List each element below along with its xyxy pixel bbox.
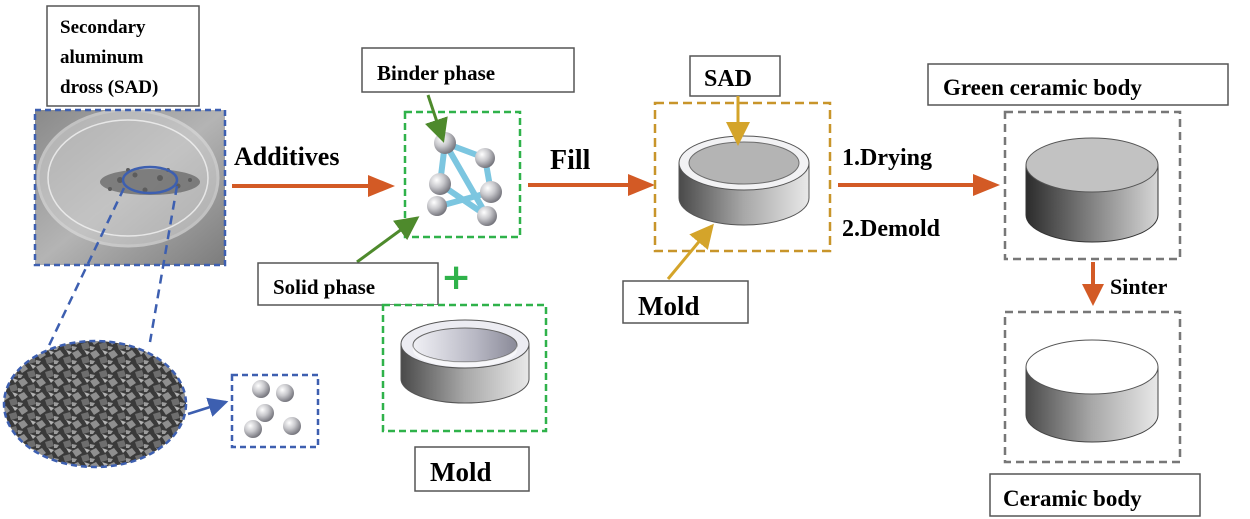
drying-demold-arrow: 1.Drying 2.Demold bbox=[838, 145, 1000, 242]
ceramic-body-label: Ceramic body bbox=[1003, 486, 1142, 511]
sad-photo-frame bbox=[33, 108, 227, 267]
binder-phase-label: Binder phase bbox=[377, 61, 495, 85]
sem-to-particles-arrow bbox=[187, 397, 229, 417]
particles-box bbox=[230, 373, 320, 449]
sinter-label: Sinter bbox=[1110, 274, 1168, 299]
green-body-box bbox=[1003, 110, 1182, 261]
plus-sign: + bbox=[441, 257, 471, 298]
zoom-lines bbox=[33, 185, 179, 376]
sad-photo bbox=[33, 108, 227, 267]
binder-pointer-arrow bbox=[424, 94, 448, 143]
sad-label-box: Secondary aluminum dross (SAD) bbox=[46, 5, 200, 107]
additives-arrow: Additives bbox=[232, 142, 395, 197]
solid-pointer-arrow bbox=[356, 216, 420, 264]
zoom-selection-ellipse bbox=[121, 165, 179, 195]
mold-bottom-label: Mold bbox=[430, 457, 492, 487]
sad-label-line-3: dross (SAD) bbox=[60, 77, 158, 98]
sad-label-line-1: Secondary bbox=[60, 17, 146, 38]
sem-image bbox=[2, 339, 188, 469]
demold-label: 2.Demold bbox=[842, 216, 941, 242]
filled-mold-box bbox=[653, 101, 832, 253]
mold-bottom-label-box: Mold bbox=[414, 446, 530, 492]
ceramic-body-label-box: Ceramic body bbox=[989, 473, 1201, 517]
sad-label-box-mid: SAD bbox=[689, 55, 781, 97]
solid-phase-label-box: Solid phase bbox=[257, 262, 439, 306]
solid-phase-label: Solid phase bbox=[273, 275, 375, 299]
drying-label: 1.Drying bbox=[842, 145, 932, 171]
sinter-arrow: Sinter bbox=[1082, 262, 1168, 306]
green-body-label: Green ceramic body bbox=[943, 75, 1142, 100]
ceramic-body-box bbox=[1003, 310, 1182, 464]
binder-phase-label-box: Binder phase bbox=[361, 47, 575, 93]
sad-label: SAD bbox=[704, 66, 752, 92]
mold-mid-label-box: Mold bbox=[622, 280, 749, 324]
fill-arrow: Fill bbox=[528, 145, 655, 196]
mold-pointer-arrow bbox=[666, 223, 714, 280]
binder-solid-structure-box bbox=[403, 110, 522, 239]
additives-label: Additives bbox=[234, 142, 339, 171]
mold-mid-label: Mold bbox=[638, 291, 700, 321]
green-body-label-box: Green ceramic body bbox=[927, 63, 1229, 106]
mold-ring-box bbox=[381, 303, 548, 433]
sad-label-line-2: aluminum bbox=[60, 47, 144, 68]
fill-label: Fill bbox=[550, 145, 591, 176]
